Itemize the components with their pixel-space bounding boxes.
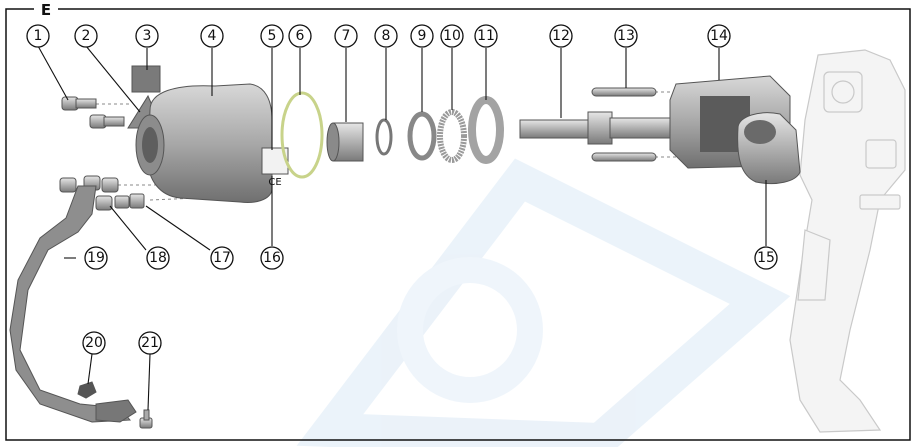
part-8-snap-ring — [375, 118, 393, 156]
svg-text:7: 7 — [342, 28, 351, 44]
section-label: E — [41, 1, 51, 19]
callout-9: 9 — [410, 24, 434, 48]
callout-18: 18 — [146, 246, 170, 270]
callout-1: 1 — [26, 24, 50, 48]
svg-text:12: 12 — [552, 28, 570, 44]
callout-19: 19 — [84, 246, 108, 270]
svg-text:19: 19 — [87, 250, 105, 266]
svg-text:18: 18 — [149, 250, 167, 266]
callout-6: 6 — [288, 24, 312, 48]
svg-text:11: 11 — [477, 28, 495, 44]
part-19-side-handle — [9, 185, 137, 423]
svg-text:21: 21 — [141, 335, 159, 351]
part-20-nut — [77, 381, 97, 399]
svg-text:20: 20 — [85, 335, 103, 351]
svg-text:1: 1 — [34, 28, 43, 44]
part-13-pins — [591, 87, 657, 162]
svg-text:5: 5 — [268, 28, 277, 44]
svg-text:2: 2 — [82, 28, 91, 44]
callout-15: 15 — [754, 246, 778, 270]
callout-4: 4 — [200, 24, 224, 48]
frame: E — [5, 1, 911, 441]
svg-text:10: 10 — [443, 28, 461, 44]
svg-text:15: 15 — [757, 250, 775, 266]
part-21-screw — [139, 409, 153, 429]
part-7-sleeve — [326, 122, 364, 162]
callout-5: 5 — [260, 24, 284, 48]
svg-text:3: 3 — [143, 28, 152, 44]
svg-text:4: 4 — [208, 28, 217, 44]
part-4-motor-housing: CE — [135, 83, 289, 203]
callout-7: 7 — [334, 24, 358, 48]
svg-text:6: 6 — [296, 28, 305, 44]
callout-16: 16 — [260, 246, 284, 270]
part-1-screws — [61, 96, 125, 129]
callout-14: 14 — [707, 24, 731, 48]
svg-text:14: 14 — [710, 28, 728, 44]
callout-13: 13 — [614, 24, 638, 48]
callout-3: 3 — [135, 24, 159, 48]
part-6-o-ring — [280, 91, 324, 179]
ce-mark: CE — [268, 177, 281, 188]
part-9-washer — [407, 111, 437, 161]
part-12-anvil-shaft — [519, 111, 681, 145]
svg-text:16: 16 — [263, 250, 281, 266]
part-15-hammer — [737, 112, 801, 185]
svg-text:13: 13 — [617, 28, 635, 44]
part-11-thrust-washer — [468, 96, 504, 164]
callout-11: 11 — [474, 24, 498, 48]
callout-17: 17 — [210, 246, 234, 270]
part-10-needle-bearing — [437, 109, 467, 163]
callout-2: 2 — [74, 24, 98, 48]
svg-text:17: 17 — [213, 250, 231, 266]
leader-lines — [37, 45, 767, 411]
tool-outline-ghost — [789, 49, 906, 433]
callout-12: 12 — [549, 24, 573, 48]
callout-21: 21 — [138, 331, 162, 355]
part-3-label-plate — [131, 65, 161, 93]
watermark — [296, 158, 791, 447]
callout-8: 8 — [374, 24, 398, 48]
part-17-nuts — [114, 193, 145, 209]
svg-text:8: 8 — [382, 28, 391, 44]
callout-10: 10 — [440, 24, 464, 48]
callout-20: 20 — [82, 331, 106, 355]
svg-text:9: 9 — [418, 28, 427, 44]
